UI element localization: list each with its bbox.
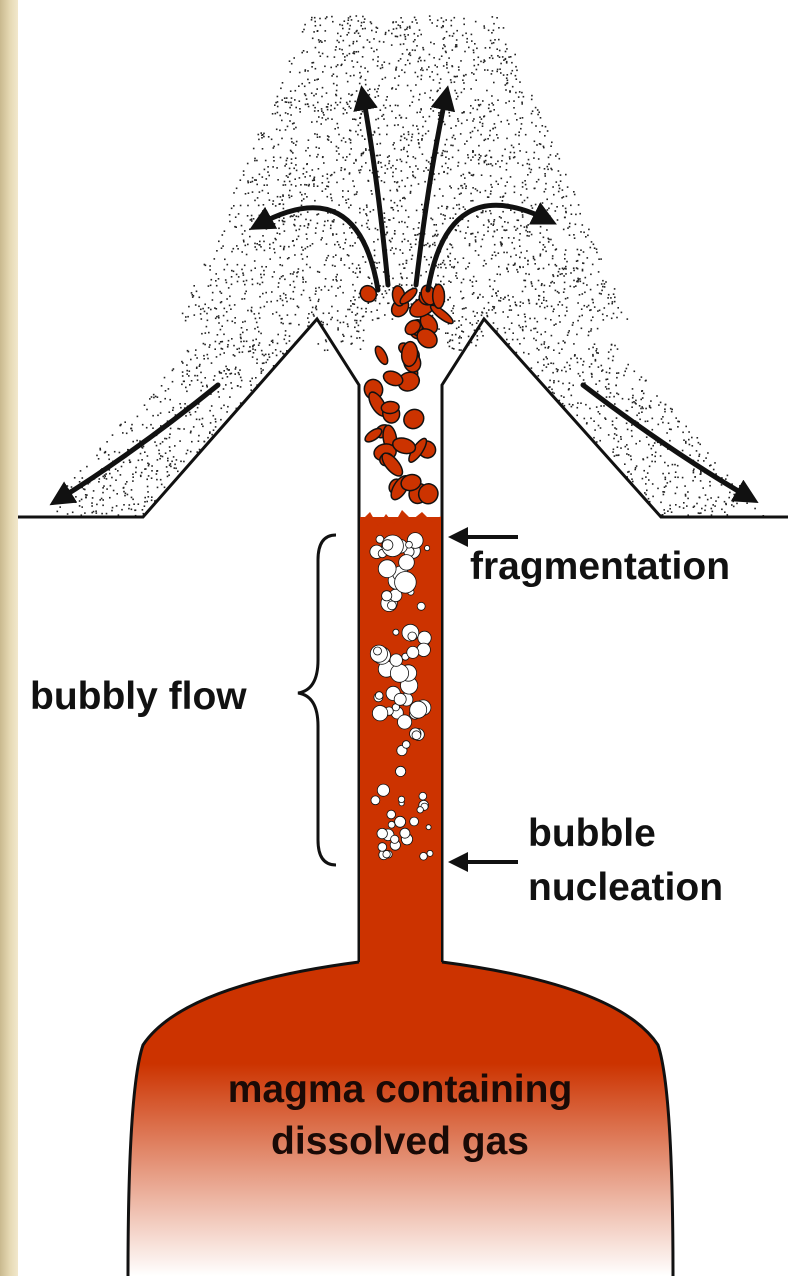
arrow-curve-right [428,205,548,290]
fragmentation-label: fragmentation [470,545,730,590]
fragmentation-front [360,510,441,530]
magma-label-line1: magma containing [200,1068,600,1113]
arrow-curve-left [258,208,378,290]
arrow-up-left [363,95,388,285]
bubble-nucleation-label-line1: bubble [528,812,656,857]
bubble-nucleation-label-line2: nucleation [528,866,723,911]
bubbly-flow-brace [298,535,336,865]
bubbly-flow-label: bubbly flow [30,675,247,720]
magma-label-line2: dissolved gas [200,1120,600,1165]
arrow-flow-right [583,385,750,498]
arrow-flow-left [58,385,218,500]
diagram-panel: fragmentation bubbly flow bubble nucleat… [18,0,788,1276]
arrow-up-right [416,95,446,285]
